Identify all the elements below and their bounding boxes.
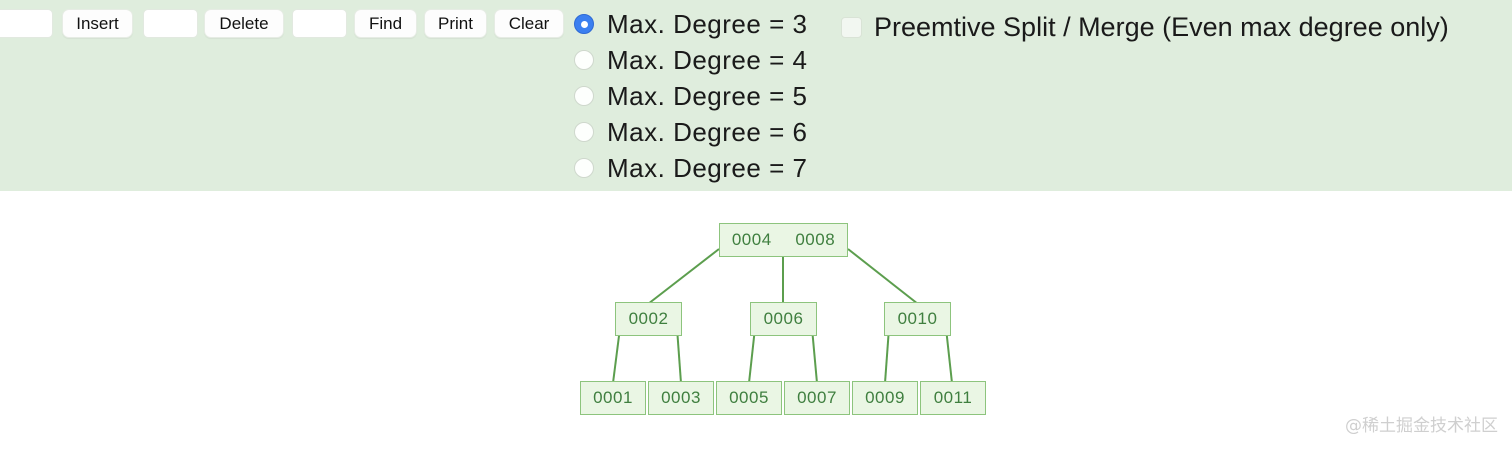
radio-max-degree-label: Max. Degree = 4 (607, 44, 808, 75)
radio-unselected-icon[interactable] (574, 122, 594, 142)
find-input[interactable] (292, 9, 347, 38)
btree-node-key: 0003 (661, 388, 701, 407)
btree-edge (847, 248, 919, 305)
btree-node[interactable]: 0010 (884, 302, 951, 336)
btree-node[interactable]: 0004 0008 (719, 223, 848, 257)
radio-max-degree-label: Max. Degree = 5 (607, 80, 808, 111)
btree-node-key: 0001 (593, 388, 633, 407)
delete-input[interactable] (143, 9, 198, 38)
btree-canvas: 0004 0008 0002 0006 0010 0001 0003 0005 0007 0009… (0, 191, 1512, 449)
radio-unselected-icon[interactable] (574, 86, 594, 106)
btree-node[interactable]: 0005 (716, 381, 782, 415)
watermark: @稀土掘金技术社区 (1345, 416, 1498, 436)
radio-max-degree-label: Max. Degree = 7 (607, 152, 808, 183)
max-degree-radio-group: Max. Degree = 3 Max. Degree = 4 Max. Degre… (574, 6, 874, 186)
find-button[interactable]: Find (354, 9, 417, 38)
btree-node-key: 0011 (933, 388, 973, 407)
clear-button[interactable]: Clear (494, 9, 564, 38)
radio-max-degree-5[interactable]: Max. Degree = 5 (574, 78, 874, 114)
btree-node[interactable]: 0006 (750, 302, 817, 336)
btree-node-key: 0008 (795, 230, 836, 249)
btree-edge (945, 327, 953, 384)
btree-node[interactable]: 0009 (852, 381, 918, 415)
radio-unselected-icon[interactable] (574, 158, 594, 178)
btree-node-key: 0005 (729, 388, 769, 407)
radio-max-degree-4[interactable]: Max. Degree = 4 (574, 42, 874, 78)
checkbox-icon[interactable] (841, 17, 862, 38)
btree-node-key: 0010 (897, 309, 938, 328)
btree-edge (647, 248, 720, 305)
btree-node-key: 0006 (763, 309, 804, 328)
btree-node[interactable]: 0001 (580, 381, 646, 415)
btree-node-key: 0002 (628, 309, 669, 328)
radio-unselected-icon[interactable] (574, 50, 594, 70)
toolbar: Insert Delete Find Print Clear Max. Degr… (0, 0, 1512, 191)
insert-input[interactable] (0, 9, 53, 38)
radio-max-degree-label: Max. Degree = 3 (607, 8, 808, 39)
radio-max-degree-label: Max. Degree = 6 (607, 116, 808, 147)
btree-edge (612, 327, 621, 384)
delete-button[interactable]: Delete (204, 9, 284, 38)
btree-node[interactable]: 0011 (920, 381, 986, 415)
radio-max-degree-7[interactable]: Max. Degree = 7 (574, 150, 874, 186)
btree-node-key: 0007 (797, 388, 837, 407)
btree-node[interactable]: 0007 (784, 381, 850, 415)
btree-node[interactable]: 0003 (648, 381, 714, 415)
preemptive-split-merge-label: Preemtive Split / Merge (Even max degree… (874, 12, 1449, 42)
btree-node-key: 0009 (865, 388, 905, 407)
print-button[interactable]: Print (424, 9, 487, 38)
preemptive-split-merge-checkbox-row[interactable]: Preemtive Split / Merge (Even max degree… (841, 12, 1449, 43)
radio-max-degree-6[interactable]: Max. Degree = 6 (574, 114, 874, 150)
radio-selected-icon[interactable] (574, 14, 594, 34)
btree-node-key: 0004 (731, 230, 772, 249)
btree-edge (884, 327, 890, 384)
btree-edge (811, 327, 818, 384)
btree-edge (676, 327, 682, 384)
insert-button[interactable]: Insert (62, 9, 133, 38)
btree-edge (748, 327, 756, 384)
btree-node[interactable]: 0002 (615, 302, 682, 336)
radio-max-degree-3[interactable]: Max. Degree = 3 (574, 6, 874, 42)
btree-edges (612, 248, 953, 384)
